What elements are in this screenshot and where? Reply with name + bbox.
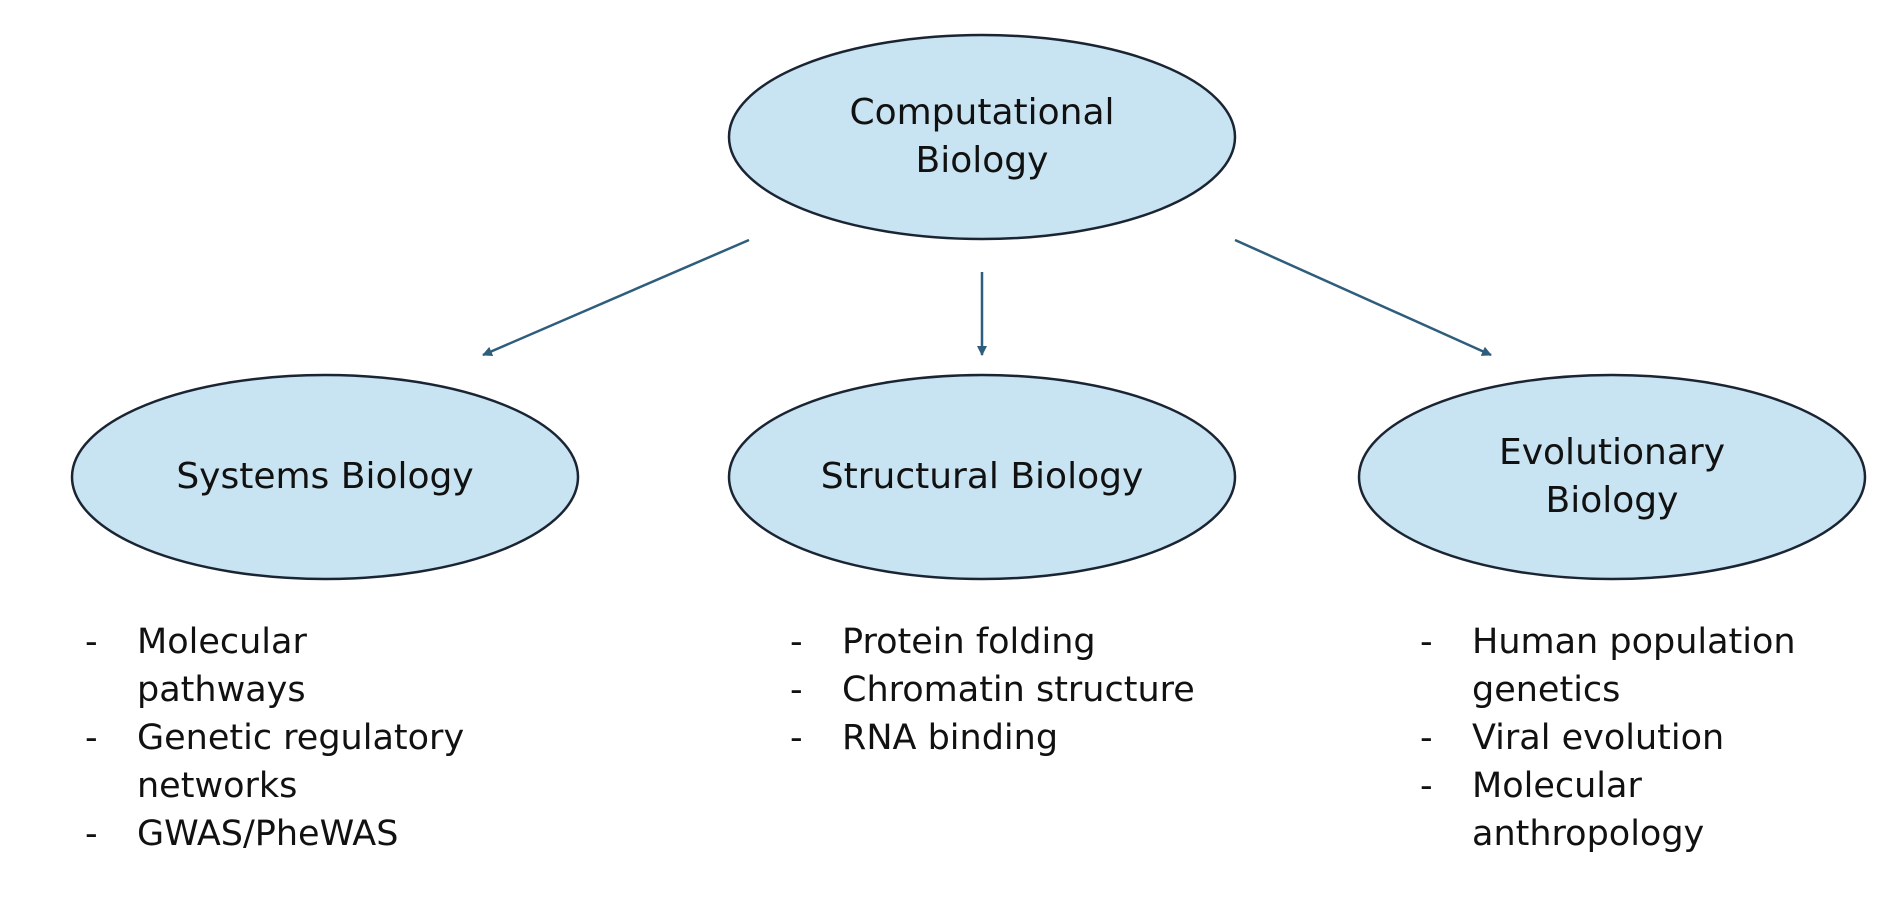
node-label: Systems Biology: [176, 456, 473, 497]
structural-biology-topics: Protein folding Chromatin structure RNA …: [790, 618, 1210, 762]
node-shape: [727, 373, 1237, 581]
arrow-to-evolutionary-biology: [1234, 238, 1492, 357]
list-item: Human population genetics: [1420, 618, 1820, 714]
list-item: Viral evolution: [1420, 714, 1820, 762]
node-evolutionary-biology: Evolutionary Biology: [1357, 373, 1867, 581]
list-item: Molecular anthropology: [1420, 762, 1820, 858]
node-label-line2: Biology: [916, 140, 1049, 181]
node-label-line1: Computational: [849, 92, 1114, 133]
list-item: Genetic regulatory networks: [85, 714, 485, 810]
list-item: RNA binding: [790, 714, 1210, 762]
list-item: GWAS/PheWAS: [85, 810, 485, 858]
node-label: Structural Biology: [821, 456, 1144, 497]
node-computational-biology: Computational Biology: [727, 33, 1237, 241]
node-label-line1: Evolutionary: [1499, 432, 1725, 473]
list-item: Protein folding: [790, 618, 1210, 666]
list-item: Molecular pathways: [85, 618, 485, 714]
node-systems-biology: Systems Biology: [70, 373, 580, 581]
node-shape: [1357, 373, 1867, 581]
evolutionary-biology-topics: Human population genetics Viral evolutio…: [1420, 618, 1820, 858]
node-shape: [727, 33, 1237, 241]
node-label-line2: Biology: [1546, 480, 1679, 521]
list-item: Chromatin structure: [790, 666, 1210, 714]
node-shape: [70, 373, 580, 581]
node-structural-biology: Structural Biology: [727, 373, 1237, 581]
arrow-to-systems-biology: [482, 238, 750, 357]
systems-biology-topics: Molecular pathways Genetic regulatory ne…: [85, 618, 485, 858]
